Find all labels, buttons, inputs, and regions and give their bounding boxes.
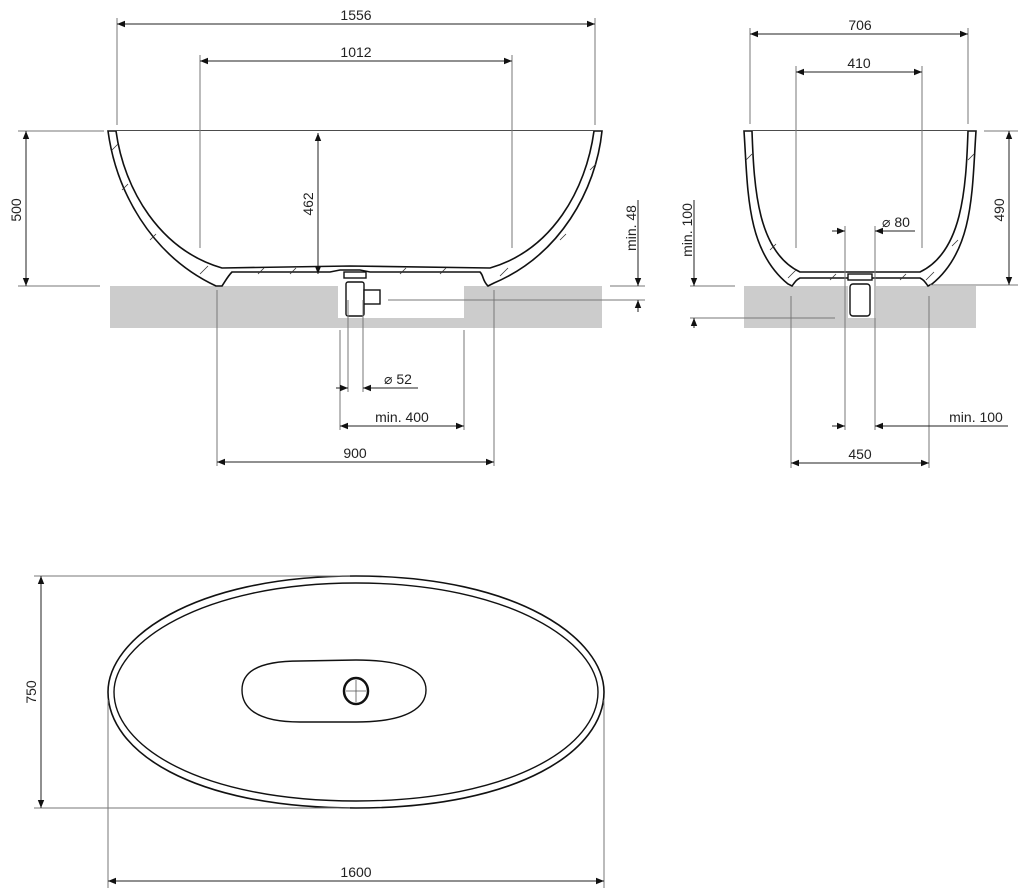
dim-overall-width-top: 750 <box>23 680 39 704</box>
dim-feet-spacing-end: 450 <box>848 446 872 462</box>
drain-trap-end <box>847 273 873 317</box>
tub-shell-end <box>743 130 977 288</box>
dim-outlet-diameter-end: ⌀ 80 <box>882 214 910 230</box>
dim-drain-diameter-side: ⌀ 52 <box>384 371 412 387</box>
dim-inner-width-side: 1012 <box>340 44 371 60</box>
side-view: 1556 1012 500 462 ⌀ 52 min. 400 900 min.… <box>8 7 645 466</box>
dim-drain-opening-side: min. 400 <box>375 409 429 425</box>
dim-overall-length-top: 1600 <box>340 864 371 880</box>
dim-floor-recess-end: min. 100 <box>679 203 695 257</box>
drain-hole-top <box>342 676 370 706</box>
dim-inner-width-end: 410 <box>847 55 871 71</box>
dim-overall-height-end: 490 <box>991 198 1007 222</box>
dim-drain-opening-end: min. 100 <box>949 409 1003 425</box>
floor-slab-side <box>110 286 602 328</box>
dim-inner-depth-side: 462 <box>300 192 316 216</box>
dim-feet-spacing-side: 900 <box>343 445 367 461</box>
dim-overall-height-side: 500 <box>8 198 24 222</box>
drain-trap-side <box>343 271 381 317</box>
dim-overall-width-side: 1556 <box>340 7 371 23</box>
dim-floor-clearance-side: min. 48 <box>623 205 639 251</box>
tub-shell-side <box>107 130 603 287</box>
top-view: 750 1600 <box>23 575 605 888</box>
dim-overall-width-end: 706 <box>848 17 872 33</box>
end-view: 706 410 490 ⌀ 80 min. 100 min. 100 450 <box>679 17 1018 468</box>
